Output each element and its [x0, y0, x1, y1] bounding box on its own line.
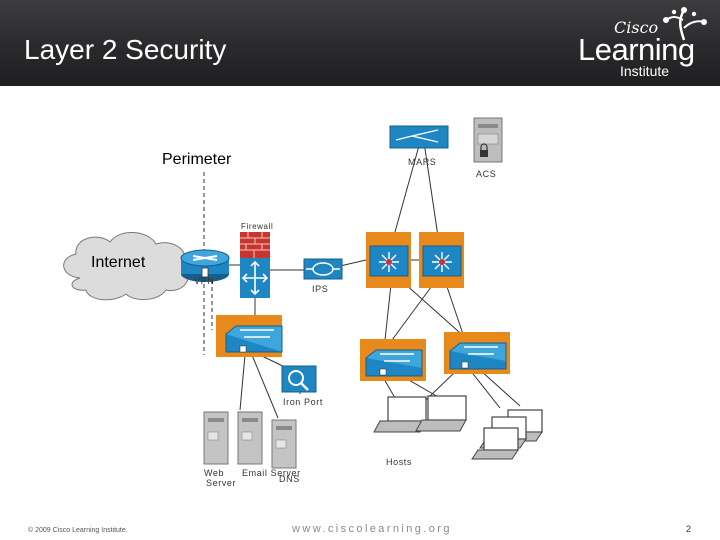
hosts-label: Hosts [386, 457, 413, 467]
core-switch-1 [366, 232, 411, 288]
firewall-label: Firewall [241, 222, 274, 231]
cisco-learning-institute-logo: Cisco Learning Institute [578, 6, 714, 82]
mars-appliance-icon [389, 125, 449, 149]
ironport-appliance-icon [281, 365, 317, 393]
vpn-router-icon [180, 249, 230, 282]
dns-server-icon [271, 419, 297, 469]
core-switch-2 [419, 232, 464, 288]
ips-label: IPS [312, 284, 329, 294]
email-server-label: Email Server [242, 468, 301, 478]
web-server-label-line2: Server [206, 478, 237, 488]
slide-header: Layer 2 Security Cisco Learning Institut… [0, 0, 720, 86]
tree-logo-icon [663, 7, 707, 41]
internet-label: Internet [91, 254, 146, 271]
vpn-label: VPN [194, 276, 215, 286]
copyright-text: © 2009 Cisco Learning Institute. [28, 527, 128, 534]
access-switch-2 [444, 332, 510, 374]
website-url: www.ciscolearning.org [292, 523, 452, 535]
slide-title: Layer 2 Security [24, 34, 227, 65]
acs-label: ACS [476, 169, 497, 179]
logo-institute-text: Institute [620, 63, 670, 79]
access-switch-1 [360, 339, 426, 381]
web-server-icon [203, 411, 229, 465]
host-laptop-5 [471, 427, 519, 460]
logo-cisco-text: Cisco [614, 18, 659, 37]
ips-sensor-icon [303, 258, 343, 280]
host-laptop-1 [373, 396, 427, 433]
network-diagram [63, 117, 543, 469]
web-server-label-line1: Web [204, 468, 225, 478]
mars-label: MARS [408, 157, 437, 167]
iron-port-label: Iron Port [283, 397, 323, 407]
host-laptop-2 [415, 395, 467, 432]
email-server-icon [237, 411, 263, 465]
logo-learning-text: Learning [578, 32, 695, 67]
acs-server-icon [473, 117, 503, 163]
page-number: 2 [686, 524, 692, 534]
perimeter-label: Perimeter [162, 151, 232, 168]
dns-label: DNS [279, 474, 300, 484]
dmz-switch [216, 315, 283, 357]
firewall-icon [240, 232, 270, 298]
